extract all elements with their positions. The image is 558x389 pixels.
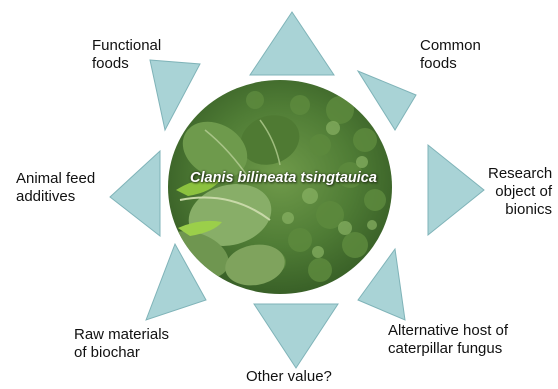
center-photo — [155, 80, 392, 294]
label-common-foods: Common foods — [420, 37, 481, 73]
triangle-bottom — [254, 304, 338, 368]
species-name: Clanis bilineata tsingtauica — [190, 170, 370, 186]
label-functional-foods: Functional foods — [92, 37, 161, 73]
label-raw-materials-of-biochar: Raw materials of biochar — [74, 326, 169, 362]
triangle-bottom-right — [358, 249, 405, 320]
label-animal-feed-additives: Animal feed additives — [16, 170, 95, 206]
label-alternative-host: Alternative host of caterpillar fungus — [388, 322, 508, 358]
triangle-left — [110, 151, 160, 236]
label-research-object-of-bionics: Research object of bionics — [488, 165, 552, 219]
triangle-right — [428, 145, 484, 235]
triangle-top — [250, 12, 334, 75]
label-other-value: Other value? — [246, 368, 332, 386]
